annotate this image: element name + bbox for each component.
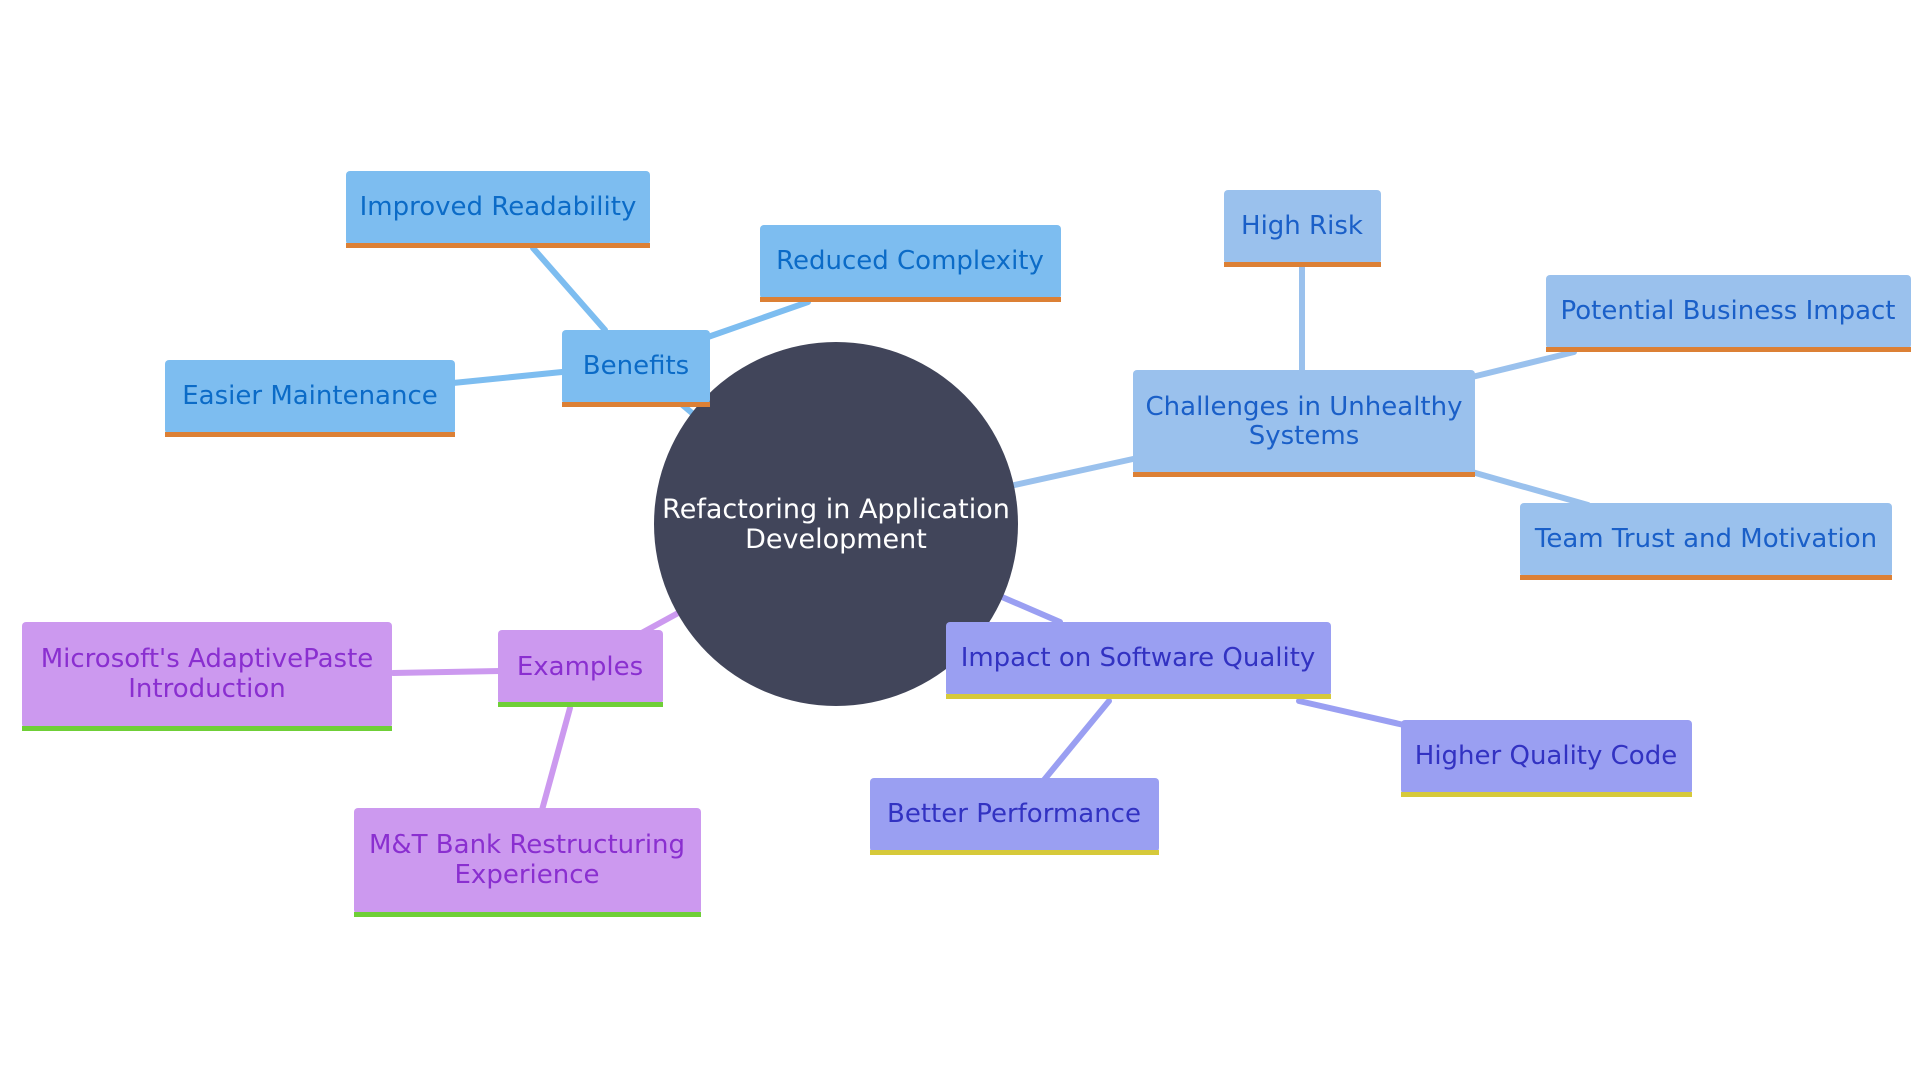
easier-maintenance-node: Easier Maintenance [165, 360, 455, 437]
microsoft-adaptivepaste-underline [22, 726, 392, 731]
edge-benefits-improved-readability [530, 245, 608, 333]
team-trust-node: Team Trust and Motivation [1520, 503, 1892, 580]
edge-root-challenges [1007, 456, 1136, 489]
improved-readability-label: Improved Readability [360, 192, 637, 222]
better-performance-underline [870, 850, 1159, 855]
impact-underline [946, 694, 1331, 699]
examples-box [498, 630, 663, 704]
potential-business-impact-node: Potential Business Impact [1546, 275, 1911, 352]
reduced-complexity-label: Reduced Complexity [776, 246, 1044, 276]
impact-label: Impact on Software Quality [961, 643, 1316, 673]
mt-bank-box [354, 808, 701, 914]
impact-box [946, 622, 1331, 696]
root-label-line1: Refactoring in Application [662, 494, 1010, 525]
better-performance-label: Better Performance [887, 799, 1141, 829]
challenges-underline [1133, 472, 1475, 477]
svg-text:Refactoring in Application: Refactoring in Application [662, 494, 1010, 525]
easier-maintenance-label: Easier Maintenance [182, 381, 438, 411]
challenges-branch: Challenges in Unhealthy Systems High Ris… [1133, 190, 1911, 580]
higher-quality-code-underline [1401, 792, 1692, 797]
impact-branch: Impact on Software Quality Higher Qualit… [870, 622, 1692, 855]
examples-underline [498, 702, 663, 707]
easier-maintenance-underline [165, 432, 455, 437]
reduced-complexity-underline [760, 297, 1061, 302]
challenges-node: Challenges in Unhealthy Systems [1133, 370, 1475, 477]
edge-benefits-easier-maintenance [450, 369, 565, 386]
edge-benefits-reduced-complexity [705, 299, 811, 340]
impact-node: Impact on Software Quality [946, 622, 1331, 699]
high-risk-box [1224, 190, 1381, 264]
easier-maintenance-box [165, 360, 455, 434]
microsoft-adaptivepaste-label-line1: Microsoft's AdaptivePaste [41, 644, 374, 674]
potential-business-impact-underline [1546, 347, 1911, 352]
edge-root-impact [999, 594, 1063, 625]
challenges-label-line2: Systems [1249, 421, 1360, 451]
high-risk-node: High Risk [1224, 190, 1381, 267]
benefits-node: Benefits [562, 330, 710, 407]
examples-node: Examples [498, 630, 663, 707]
high-risk-underline [1224, 262, 1381, 267]
benefits-label: Benefits [583, 351, 689, 381]
edge-challenges-team-trust [1469, 469, 1591, 508]
challenges-label-line1: Challenges in Unhealthy [1146, 392, 1463, 422]
microsoft-adaptivepaste-label-line2: Introduction [128, 674, 285, 704]
better-performance-node: Better Performance [870, 778, 1159, 855]
improved-readability-underline [346, 243, 650, 248]
examples-branch: Examples Microsoft's AdaptivePaste Intro… [22, 622, 701, 917]
higher-quality-code-label: Higher Quality Code [1415, 741, 1677, 771]
reduced-complexity-node: Reduced Complexity [760, 225, 1061, 302]
benefits-branch: Benefits Improved Readability Reduced Co… [165, 171, 1061, 437]
edge-impact-better-performance [1041, 698, 1112, 783]
microsoft-adaptivepaste-box [22, 622, 392, 728]
root-label-line2: Development [745, 524, 927, 555]
mt-bank-underline [354, 912, 701, 917]
higher-quality-code-box [1401, 720, 1692, 794]
examples-label: Examples [517, 652, 643, 682]
reduced-complexity-box [760, 225, 1061, 299]
challenges-box [1133, 370, 1475, 474]
team-trust-underline [1520, 575, 1892, 580]
improved-readability-box [346, 171, 650, 245]
team-trust-label: Team Trust and Motivation [1534, 524, 1877, 554]
team-trust-box [1520, 503, 1892, 577]
higher-quality-code-node: Higher Quality Code [1401, 720, 1692, 797]
potential-business-impact-label: Potential Business Impact [1560, 296, 1895, 326]
edge-examples-mt-bank [539, 705, 573, 813]
svg-text:Development: Development [745, 524, 927, 555]
root-circle [654, 342, 1018, 706]
microsoft-adaptivepaste-node: Microsoft's AdaptivePaste Introduction [22, 622, 392, 731]
mt-bank-label-line1: M&T Bank Restructuring [369, 830, 685, 860]
edge-challenges-business-impact [1469, 349, 1577, 380]
edge-impact-higher-quality [1296, 698, 1407, 728]
root-node: Refactoring in Application Development [654, 342, 1018, 706]
better-performance-box [870, 778, 1159, 852]
edges [390, 245, 1591, 813]
improved-readability-node: Improved Readability [346, 171, 650, 248]
benefits-box [562, 330, 710, 404]
potential-business-impact-box [1546, 275, 1911, 349]
edge-examples-microsoft [390, 668, 503, 676]
high-risk-label: High Risk [1241, 211, 1363, 241]
mt-bank-label-line2: Experience [455, 860, 600, 890]
benefits-underline [562, 402, 710, 407]
mt-bank-node: M&T Bank Restructuring Experience [354, 808, 701, 917]
